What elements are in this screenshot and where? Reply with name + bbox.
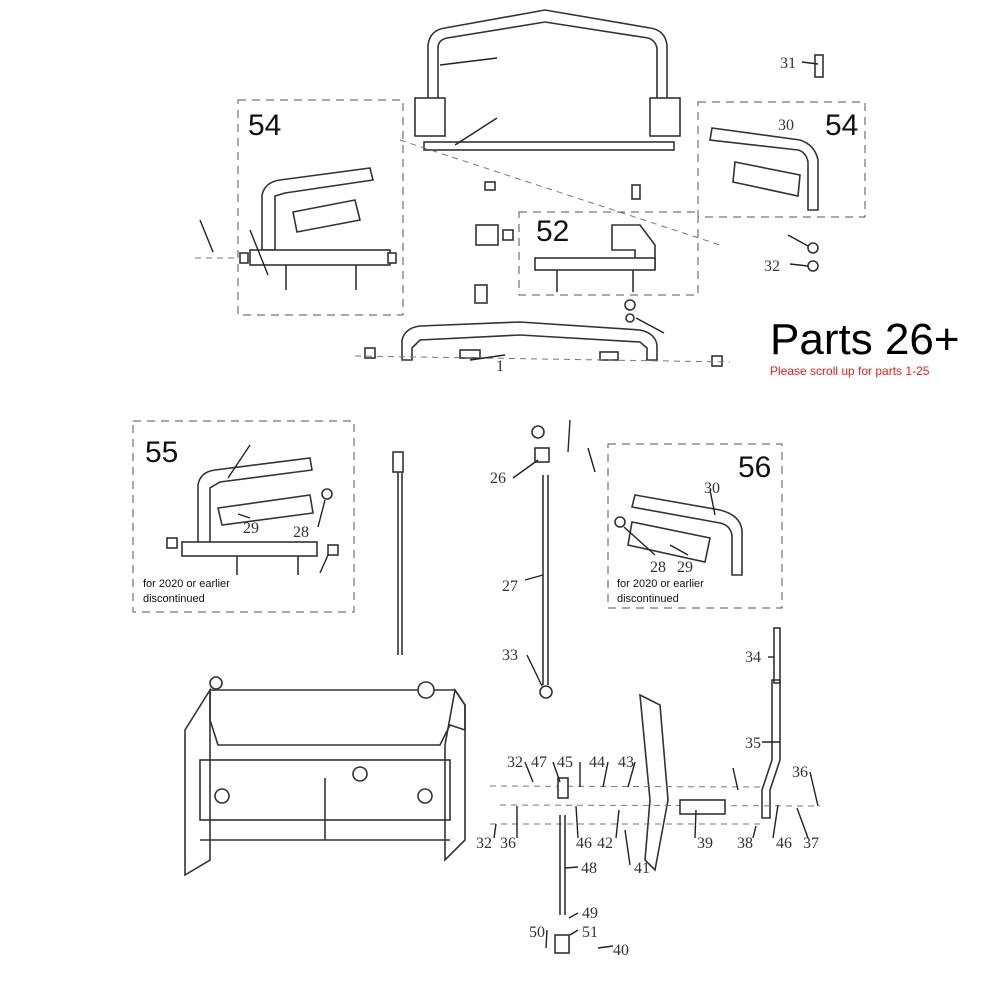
upper-handle xyxy=(414,9,681,151)
lower-handle-1 xyxy=(354,321,731,367)
part-label: 36 xyxy=(792,764,808,781)
part-label: 49 xyxy=(582,905,598,922)
handle-55 xyxy=(166,444,339,575)
part-label: 51 xyxy=(582,924,598,941)
part-label: 32 xyxy=(507,754,523,771)
group-label-56: 56 xyxy=(738,451,771,484)
part-labels: 31 30 32 1 29 28 30 28 29 26 27 33 34 35… xyxy=(243,55,819,959)
control-rod-27 xyxy=(512,419,596,699)
part-label: 30 xyxy=(778,117,794,134)
center-bracket-parts xyxy=(399,139,721,304)
part-label: 45 xyxy=(557,754,573,771)
part-label: 30 xyxy=(704,480,720,497)
group-52-box xyxy=(518,211,699,296)
part-label: 40 xyxy=(613,942,629,959)
note-56-line2: discontinued xyxy=(617,593,679,605)
scroll-hint: Please scroll up for parts 1-25 xyxy=(770,364,930,378)
part-label: 34 xyxy=(745,649,761,666)
handle-56 xyxy=(614,489,743,576)
group-label-54-left: 54 xyxy=(248,109,281,142)
part-label: 27 xyxy=(502,578,518,595)
part-label: 33 xyxy=(502,647,518,664)
group-54-left-box xyxy=(237,99,404,316)
part-label: 46 xyxy=(776,835,792,852)
part-label: 36 xyxy=(500,835,516,852)
lever-assembly xyxy=(489,627,821,954)
part-label: 50 xyxy=(529,924,545,941)
part-label: 39 xyxy=(697,835,713,852)
group-55-box xyxy=(132,420,355,613)
group-label-54-right: 54 xyxy=(825,109,858,142)
part-label: 28 xyxy=(650,559,666,576)
handle-54-right xyxy=(709,54,824,272)
page-title: Parts 26+ xyxy=(770,315,960,364)
part-label: 47 xyxy=(531,754,547,771)
part-label: 32 xyxy=(476,835,492,852)
deck-frame xyxy=(184,676,466,877)
part-label: 29 xyxy=(677,559,693,576)
control-rod xyxy=(392,451,404,655)
part-label: 29 xyxy=(243,520,259,537)
group-label-55: 55 xyxy=(145,436,178,469)
note-56-line1: for 2020 or earlier xyxy=(617,578,704,590)
part-label: 48 xyxy=(581,860,597,877)
part-label: 31 xyxy=(780,55,796,72)
part-label: 37 xyxy=(803,835,819,852)
part-label: 28 xyxy=(293,524,309,541)
note-55-line2: discontinued xyxy=(143,593,205,605)
part-label: 41 xyxy=(634,860,650,877)
part-label: 38 xyxy=(737,835,753,852)
part-label: 44 xyxy=(589,754,605,771)
bracket-52 xyxy=(534,224,665,334)
part-label: 35 xyxy=(745,735,761,752)
group-56-box xyxy=(607,443,783,609)
part-label: 26 xyxy=(490,470,506,487)
part-label: 46 xyxy=(576,835,592,852)
part-label: 1 xyxy=(496,358,504,375)
group-label-52: 52 xyxy=(536,215,569,248)
note-55-line1: for 2020 or earlier xyxy=(143,578,230,590)
part-label: 32 xyxy=(764,258,780,275)
part-label: 42 xyxy=(597,835,613,852)
group-54-right-box xyxy=(697,101,866,218)
part-label: 43 xyxy=(618,754,634,771)
handle-54-left xyxy=(195,167,397,290)
